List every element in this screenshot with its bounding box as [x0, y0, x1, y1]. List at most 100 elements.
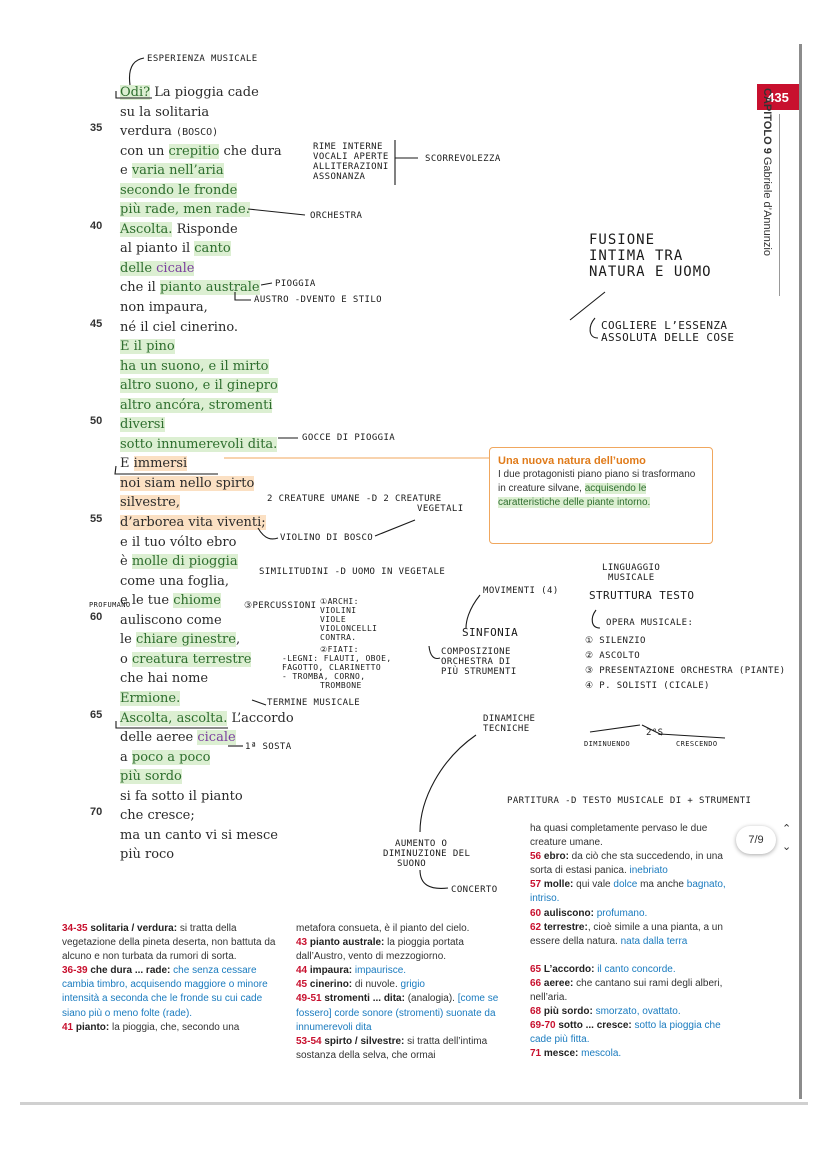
line-text: altro suono, e il ginepro — [120, 376, 278, 396]
line-text: verdura (BOSCO) — [120, 122, 218, 143]
line-segment: immersi — [133, 456, 188, 472]
note-item: 45 cinerino: di nuvole. grigio — [296, 979, 425, 991]
poem-line: si fa sotto il pianto — [90, 787, 310, 807]
poem-line: 35 verdura (BOSCO) — [90, 122, 310, 142]
line-number: 45 — [90, 317, 103, 330]
note-item — [530, 949, 740, 963]
hw-pioggia: PIOGGIA — [275, 279, 316, 289]
note-item: 49-51 stromenti ... dita: (analogia). [c… — [296, 993, 499, 1033]
line-segment: altro suono, e il ginepro — [120, 378, 278, 394]
bracket-ascolta — [115, 721, 228, 729]
box-title: Una nuova natura dell’uomo — [498, 455, 646, 467]
line-segment: chiare ginestre — [135, 632, 236, 648]
arrow-termine — [251, 699, 267, 706]
dim-cresc-marks — [589, 724, 726, 739]
line-segment: creatura terrestre — [131, 651, 252, 667]
poem-line: ha un suono, e il mirto — [90, 357, 310, 377]
line-segment: cicale — [156, 260, 195, 276]
hw-austro: AUSTRO -DVENTO E STILO — [254, 295, 383, 305]
arrow-creature — [374, 519, 416, 537]
line-segment: che dura — [219, 143, 282, 159]
line-segment: E il pino — [120, 339, 175, 355]
hw-termine: TERMINE MUSICALE — [267, 698, 361, 708]
line-text: Ascolta. Risponde — [120, 220, 238, 240]
line-text: a poco a poco — [120, 748, 211, 768]
line-text: ma un canto vi si mesce — [120, 826, 278, 846]
line-segment: cicale — [197, 730, 236, 746]
line-text: che hai nome — [120, 669, 208, 689]
poem-line: le chiare ginestre, — [90, 630, 310, 650]
line-segment: delle — [120, 260, 157, 276]
line-text: al pianto il canto — [120, 239, 231, 259]
poem-line: più sordo — [90, 767, 310, 787]
line-segment: come una foglia, — [120, 573, 230, 589]
hw-percussioni: ③PERCUSSIONI — [244, 601, 317, 611]
chevron-down-icon[interactable]: ⌄ — [782, 841, 792, 853]
poem-line: che il pianto australe — [90, 278, 310, 298]
hw-concerto: CONCERTO — [451, 885, 498, 895]
line-text: con un crepitio che dura — [120, 142, 282, 162]
poem-line: è molle di pioggia — [90, 552, 310, 572]
note-item: 66 aeree: che cantano sui rami degli alb… — [530, 977, 723, 1004]
line-text: E immersi — [120, 454, 188, 474]
line-segment: La pioggia cade — [150, 85, 259, 100]
note-item: ha quasi completamente pervaso le due cr… — [530, 823, 708, 849]
poem-line: non impaura, — [90, 298, 310, 318]
hw-orchestra: ORCHESTRA — [310, 211, 363, 221]
poem-line: che hai nome — [90, 669, 310, 689]
line-segment: ha un suono, e il mirto — [120, 358, 269, 374]
line-segment: crepitio — [168, 143, 220, 159]
line-number: 70 — [90, 806, 103, 819]
line-segment: più rade, men rade. — [120, 202, 250, 218]
line-segment: delle aeree — [120, 730, 198, 746]
poem-line: e il tuo vólto ebro — [90, 533, 310, 553]
hw-struttura: STRUTTURA TESTO — [589, 589, 695, 602]
line-text: è molle di pioggia — [120, 552, 238, 572]
page-number: 435 — [757, 84, 799, 110]
poem-line: al pianto il canto — [90, 239, 310, 259]
line-segment: o — [120, 651, 132, 667]
chevron-up-icon[interactable]: ⌃ — [782, 823, 792, 835]
line-segment: poco a poco — [131, 749, 211, 765]
note-item: 56 ebro: da ciò che sta succedendo, in u… — [530, 851, 723, 877]
sidebar-box: Una nuova natura dell’uomo I due protago… — [489, 447, 713, 544]
line-text: diversi — [120, 415, 165, 435]
line-text: silvestre, — [120, 493, 180, 513]
note-item: 34-35 solitaria / verdura: si tratta del… — [62, 923, 276, 963]
line-text: che il pianto australe — [120, 278, 260, 298]
line-segment: più roco — [120, 847, 175, 863]
line-number: 35 — [90, 122, 103, 135]
poem-line: a poco a poco — [90, 748, 310, 768]
line-segment: è — [120, 554, 132, 570]
line-segment: Odi? — [120, 85, 151, 100]
line-segment: e le tue — [120, 593, 174, 609]
poem-line: E il pino — [90, 337, 310, 357]
poem-line: delle cicale — [90, 259, 310, 279]
poem-line: Odi? La pioggia cade — [90, 83, 310, 103]
arrow-pioggia — [260, 282, 273, 286]
line-text: d’arborea vita viventi; — [120, 513, 266, 533]
line-segment: , — [235, 632, 241, 648]
line-text: più sordo — [120, 767, 182, 787]
notes-column-1: 34-35 solitaria / verdura: si tratta del… — [62, 922, 282, 1035]
line-text: Ascolta, ascolta. L’accordo — [120, 709, 294, 729]
line-segment: ma un canto vi si mesce — [120, 827, 278, 843]
line-text: Odi? La pioggia cade — [120, 83, 259, 103]
line-segment: che il — [120, 280, 160, 296]
line-segment: le — [120, 632, 136, 648]
line-segment: d’arborea vita viventi; — [120, 515, 266, 531]
line-segment: auliscono come — [120, 612, 222, 628]
bottom-scrollbar[interactable] — [20, 1102, 808, 1105]
line-segment: verdura — [120, 124, 177, 140]
line-segment: Ascolta, ascolta. — [120, 710, 228, 726]
line-text: sotto innumerevoli dita. — [120, 435, 278, 455]
line-text: altro ancóra, stromenti — [120, 396, 273, 416]
line-number: 50 — [90, 415, 103, 428]
